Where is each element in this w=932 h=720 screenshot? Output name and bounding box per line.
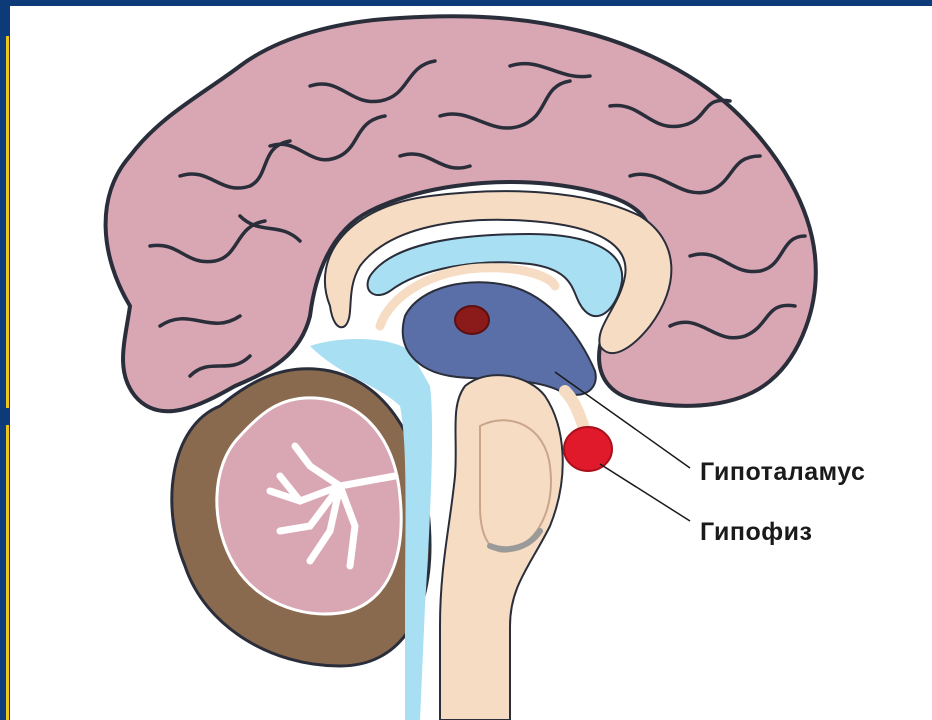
hypothalamus-label: Гипоталамус <box>700 458 865 487</box>
diagram-canvas: Гипоталамус Гипофиз <box>10 6 932 720</box>
pituitary-label: Гипофиз <box>700 518 812 547</box>
left-frame-panel-top <box>0 36 9 408</box>
pituitary-stalk <box>565 391 585 431</box>
left-frame-panel-bottom <box>0 425 9 720</box>
pituitary-marker <box>564 427 612 471</box>
brain-illustration <box>10 6 932 720</box>
pituitary-leader-line <box>600 464 690 521</box>
hypothalamus-marker <box>455 306 489 334</box>
